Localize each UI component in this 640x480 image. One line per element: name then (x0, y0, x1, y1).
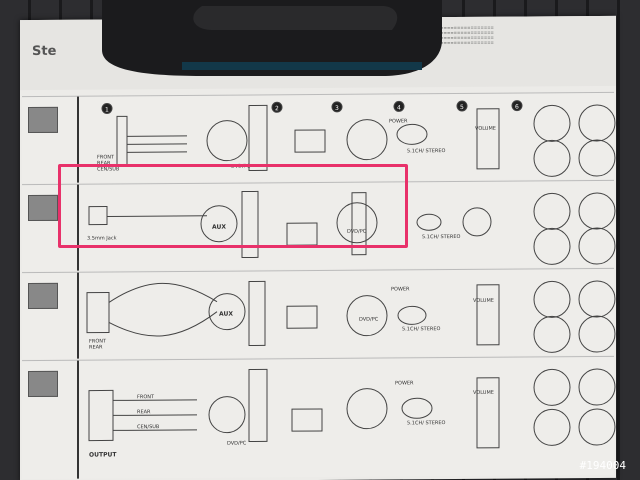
dvd-label: DVD/PC (347, 229, 367, 235)
mode-label: 5.1CH/ STEREO (407, 420, 445, 426)
instruction-row-3: AUX DVD/PC POWER 5.1CH/ STEREO VOLUME FR… (22, 267, 616, 360)
row-diagram: DVD/PC POWER 5.1CH/ STEREO VOLUME FRONT … (97, 100, 616, 177)
aux-label: AUX (212, 224, 226, 231)
mode-label: 5.1CH/ STEREO (407, 148, 445, 154)
left-label: FRONT (137, 394, 155, 400)
device-thumbnail (28, 106, 58, 134)
row-side-panel (22, 184, 79, 272)
mode-label: 5.1CH/ STEREO (422, 234, 460, 240)
dvd-label: DVD/PC (227, 440, 247, 446)
left-label: REAR (89, 345, 103, 351)
sheet-title: Ste (32, 43, 57, 59)
step-number: 1 (105, 106, 109, 113)
device-thumbnail (28, 370, 58, 398)
device-thumbnail (28, 194, 58, 222)
instruction-row-2: 3.5mm Jack AUX DVD/PC 5.1CH/ STEREO (22, 179, 616, 272)
left-label: CEN/SUB (137, 424, 160, 430)
step-number: 6 (515, 104, 519, 111)
dvd-label: DVD/PC (359, 317, 379, 323)
instruction-row-1: DVD/PC POWER 5.1CH/ STEREO VOLUME FRONT … (22, 91, 616, 184)
instruction-sheet: Ste ≡≡≡≡≡≡≡≡≡≡≡≡≡≡≡≡≡≡≡≡≡≡≡≡≡≡≡≡≡≡≡ ≡≡≡≡… (20, 15, 616, 480)
power-label: POWER (389, 118, 408, 124)
jack-label: 3.5mm Jack (87, 235, 117, 241)
left-label: REAR (137, 409, 151, 415)
aux-label: AUX (219, 311, 233, 318)
device-thumbnail (28, 282, 58, 310)
volume-label: VOLUME (473, 298, 494, 304)
left-label: CEN/SUB (97, 166, 120, 172)
row-diagram: AUX DVD/PC POWER 5.1CH/ STEREO VOLUME FR… (86, 280, 616, 353)
power-label: POWER (391, 286, 410, 292)
step-number: 2 (275, 105, 279, 112)
output-label: OUTPUT (89, 451, 117, 458)
row-side-panel (22, 360, 79, 480)
volume-label: VOLUME (475, 126, 496, 132)
mode-label: 5.1CH/ STEREO (402, 326, 440, 332)
instruction-row-4: DVD/PC POWER 5.1CH/ STEREO VOLUME FRONT … (22, 355, 616, 480)
left-label: REAR (97, 160, 111, 166)
left-label: FRONT (89, 338, 107, 344)
row-side-panel (22, 96, 79, 184)
dvd-label: DVD/PC (231, 163, 251, 169)
power-label: POWER (395, 380, 414, 386)
left-label: FRONT (97, 154, 115, 160)
volume-label: VOLUME (473, 390, 494, 396)
step-number: 3 (335, 105, 339, 112)
step-number: 5 (460, 104, 464, 111)
row-side-panel (22, 272, 79, 360)
black-case (62, 0, 462, 78)
image-watermark: #194004 (579, 459, 626, 472)
step-number: 4 (397, 104, 401, 111)
row-diagram: DVD/PC POWER 5.1CH/ STEREO VOLUME FRONT … (88, 368, 616, 459)
row-diagram: 3.5mm Jack AUX DVD/PC 5.1CH/ STEREO (87, 190, 616, 265)
